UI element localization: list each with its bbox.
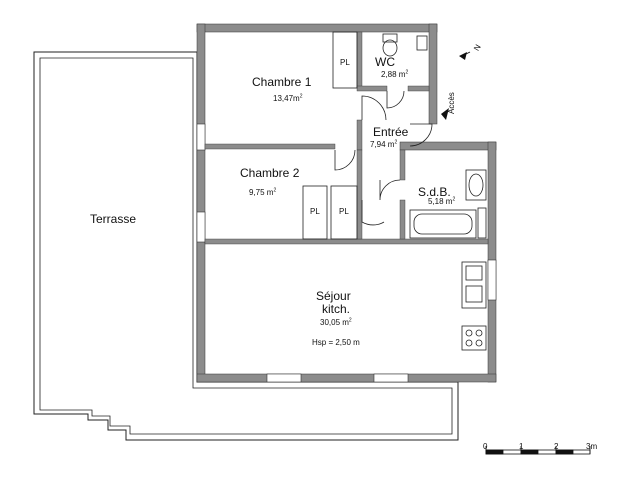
access-arrow-icon xyxy=(441,108,449,120)
sdb-label: S.d.B. xyxy=(418,185,451,199)
sejour-label-line2: kitch. xyxy=(322,302,351,316)
wc-area: 2,88 m2 xyxy=(381,69,409,79)
windows xyxy=(196,123,497,383)
wc-fixtures xyxy=(382,33,428,57)
sdb-area: 5,18 m2 xyxy=(428,196,456,206)
chambre1-label: Chambre 1 xyxy=(252,75,312,89)
door-swings xyxy=(334,90,433,226)
sejour-area: 30,05 m2 xyxy=(320,317,352,327)
ceiling-height: Hsp = 2,50 m xyxy=(312,338,360,347)
terrace-inner-outline xyxy=(39,57,453,435)
sejour-label-line1: Séjour xyxy=(316,289,351,303)
scale-bar xyxy=(485,446,591,455)
entree-area: 7,94 m2 xyxy=(370,139,398,149)
access-label: Accès xyxy=(447,92,456,114)
closet-label: PL xyxy=(339,207,349,216)
north-arrow-icon xyxy=(459,51,471,60)
scale-tick-label: 3m xyxy=(586,442,598,451)
scale-tick-label: 2 xyxy=(554,442,559,451)
kitchen-fixtures xyxy=(461,261,487,351)
terrasse-label: Terrasse xyxy=(90,212,137,226)
chambre2-area: 9,75 m2 xyxy=(249,187,277,197)
chambre2-label: Chambre 2 xyxy=(240,166,300,180)
wc-label: WC xyxy=(375,55,395,69)
entree-label: Entrée xyxy=(373,125,409,139)
closet-label: PL xyxy=(340,58,350,67)
bathroom-fixtures xyxy=(409,169,487,239)
closets xyxy=(302,31,358,240)
interior-walls xyxy=(204,31,489,245)
closet-label: PL xyxy=(310,207,320,216)
chambre1-area: 13,47m2 xyxy=(273,93,303,103)
scale-tick-label: 1 xyxy=(519,442,524,451)
scale-tick-label: 0 xyxy=(483,442,488,451)
